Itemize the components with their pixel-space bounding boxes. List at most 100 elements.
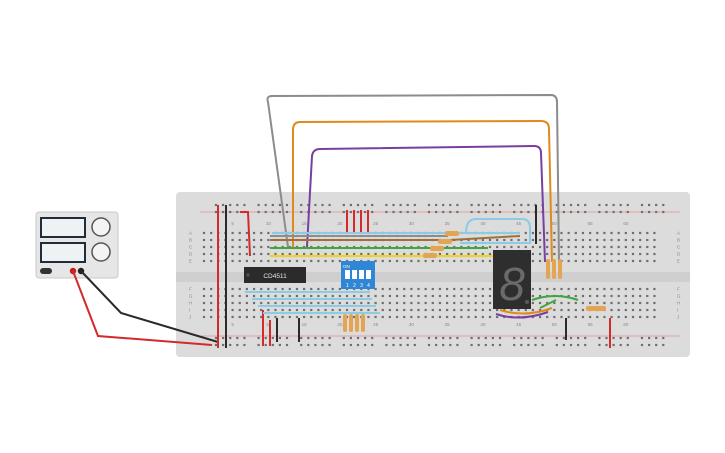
breadboard-hole[interactable] (456, 203, 459, 207)
breadboard-hole[interactable] (584, 210, 587, 214)
breadboard-hole[interactable] (484, 210, 487, 214)
breadboard-hole[interactable] (626, 203, 629, 207)
breadboard-hole[interactable] (267, 315, 270, 319)
breadboard-hole[interactable] (460, 294, 463, 298)
breadboard-hole[interactable] (467, 315, 470, 319)
breadboard-hole[interactable] (453, 287, 456, 291)
wire-red-power[interactable] (72, 270, 213, 346)
breadboard-hole[interactable] (392, 203, 395, 207)
breadboard-hole[interactable] (264, 210, 267, 214)
breadboard-hole[interactable] (460, 308, 463, 312)
breadboard-hole[interactable] (562, 336, 565, 340)
breadboard-hole[interactable] (498, 336, 502, 340)
breadboard-hole[interactable] (307, 203, 310, 207)
breadboard-hole[interactable] (245, 231, 248, 235)
breadboard-hole[interactable] (574, 301, 577, 305)
breadboard-hole[interactable] (252, 301, 256, 305)
breadboard-hole[interactable] (560, 287, 563, 291)
breadboard-hole[interactable] (553, 308, 556, 312)
breadboard-hole[interactable] (231, 294, 234, 298)
breadboard-hole[interactable] (520, 203, 523, 207)
breadboard-hole[interactable] (236, 336, 239, 340)
breadboard-hole[interactable] (617, 287, 620, 291)
breadboard-hole[interactable] (646, 308, 649, 312)
breadboard-hole[interactable] (477, 203, 480, 207)
breadboard-hole[interactable] (374, 308, 377, 312)
breadboard-hole[interactable] (619, 336, 622, 340)
breadboard-hole[interactable] (260, 252, 263, 256)
breadboard-hole[interactable] (300, 203, 303, 207)
breadboard-hole[interactable] (574, 308, 577, 312)
breadboard-hole[interactable] (238, 308, 241, 312)
breadboard-hole[interactable] (453, 252, 456, 256)
breadboard-hole[interactable] (484, 343, 487, 347)
breadboard-hole[interactable] (288, 294, 291, 298)
breadboard-hole[interactable] (252, 294, 256, 298)
breadboard-hole[interactable] (598, 210, 601, 214)
breadboard-hole[interactable] (438, 301, 442, 305)
breadboard-hole[interactable] (581, 231, 585, 235)
breadboard-hole[interactable] (310, 259, 313, 263)
breadboard-hole[interactable] (406, 343, 409, 347)
breadboard-hole[interactable] (307, 343, 310, 347)
breadboard-hole[interactable] (567, 231, 570, 235)
breadboard-hole[interactable] (598, 343, 601, 347)
breadboard-hole[interactable] (331, 287, 334, 291)
breadboard-hole[interactable] (364, 343, 367, 347)
breadboard-hole[interactable] (603, 259, 606, 263)
breadboard-hole[interactable] (260, 301, 263, 305)
breadboard-hole[interactable] (267, 308, 270, 312)
breadboard-hole[interactable] (424, 315, 427, 319)
breadboard-hole[interactable] (626, 343, 629, 347)
breadboard-hole[interactable] (589, 245, 592, 249)
breadboard-hole[interactable] (264, 336, 267, 340)
breadboard-hole[interactable] (202, 252, 206, 256)
breadboard-hole[interactable] (300, 336, 303, 340)
breadboard-hole[interactable] (388, 315, 391, 319)
breadboard-hole[interactable] (367, 294, 370, 298)
breadboard-hole[interactable] (531, 294, 534, 298)
breadboard-hole[interactable] (446, 301, 449, 305)
breadboard-hole[interactable] (267, 294, 270, 298)
breadboard-hole[interactable] (231, 259, 234, 263)
breadboard-hole[interactable] (288, 287, 291, 291)
breadboard-hole[interactable] (202, 301, 206, 305)
breadboard-hole[interactable] (252, 252, 256, 256)
breadboard-hole[interactable] (385, 210, 388, 214)
breadboard-hole[interactable] (252, 315, 256, 319)
breadboard-hole[interactable] (589, 315, 592, 319)
breadboard-hole[interactable] (631, 231, 635, 235)
breadboard-hole[interactable] (503, 238, 506, 242)
resistors-top[interactable] (423, 231, 459, 258)
breadboard-hole[interactable] (584, 343, 587, 347)
breadboard-hole[interactable] (467, 252, 470, 256)
breadboard-hole[interactable] (399, 210, 402, 214)
breadboard-hole[interactable] (639, 245, 642, 249)
breadboard-hole[interactable] (285, 203, 289, 207)
breadboard-hole[interactable] (210, 231, 213, 235)
breadboard-hole[interactable] (646, 238, 649, 242)
breadboard-hole[interactable] (446, 252, 449, 256)
breadboard-hole[interactable] (646, 231, 649, 235)
breadboard-hole[interactable] (202, 287, 206, 291)
breadboard-hole[interactable] (295, 315, 299, 319)
breadboard-hole[interactable] (338, 315, 341, 319)
breadboard-hole[interactable] (567, 287, 570, 291)
breadboard-hole[interactable] (281, 252, 284, 256)
breadboard-hole[interactable] (356, 343, 360, 347)
breadboard-hole[interactable] (214, 343, 218, 347)
breadboard-hole[interactable] (210, 259, 213, 263)
breadboard-hole[interactable] (488, 315, 492, 319)
breadboard-hole[interactable] (202, 238, 206, 242)
breadboard-hole[interactable] (353, 252, 356, 256)
breadboard-hole[interactable] (438, 308, 442, 312)
breadboard-hole[interactable] (314, 336, 317, 340)
breadboard-hole[interactable] (300, 343, 303, 347)
breadboard-hole[interactable] (446, 315, 449, 319)
breadboard-hole[interactable] (624, 308, 627, 312)
breadboard-hole[interactable] (342, 343, 345, 347)
breadboard-hole[interactable] (392, 210, 395, 214)
breadboard-hole[interactable] (260, 231, 263, 235)
breadboard-hole[interactable] (288, 301, 291, 305)
breadboard-hole[interactable] (610, 252, 613, 256)
